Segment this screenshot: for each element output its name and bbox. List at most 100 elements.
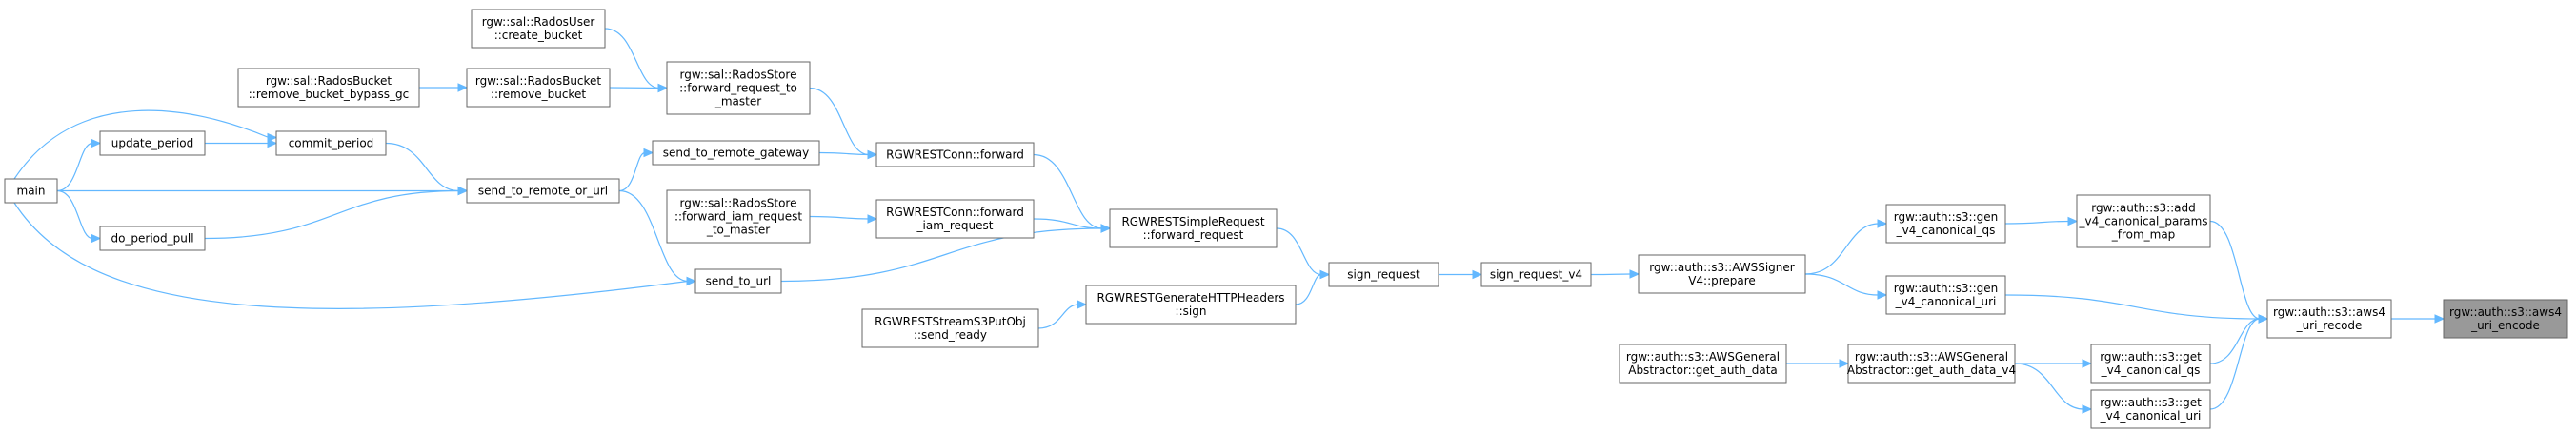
graph-edge-sign-request-v4-to-awssigner-prepare — [1590, 269, 1640, 279]
graph-node-label: ::forward_request_to — [679, 82, 797, 95]
graph-node-aws4-uri-encode[interactable]: rgw::auth::s3::aws4_uri_encode — [2443, 299, 2568, 339]
graph-node-forward-iam-to-master[interactable]: rgw::sal::RadosStore::forward_iam_reques… — [666, 189, 811, 244]
graph-node-label: commit_period — [289, 137, 374, 150]
graph-node-do-period-pull[interactable]: do_period_pull — [99, 226, 206, 251]
graph-edge-get-auth-data-v4-to-get-v4-qs — [2015, 359, 2093, 368]
graph-node-main[interactable]: main — [4, 178, 58, 204]
graph-edge-send-to-remote-or-url-to-send-to-remote-gateway — [618, 148, 654, 192]
graph-node-s3putobj-send-ready[interactable]: RGWRESTStreamS3PutObj::send_ready — [861, 308, 1039, 348]
graph-edge-line — [618, 151, 646, 192]
graph-node-label: rgw::auth::s3::AWSSigner — [1649, 261, 1795, 274]
graph-node-box — [1885, 275, 2006, 315]
graph-node-label: rgw::auth::s3::get — [2100, 350, 2202, 364]
graph-edge-line — [618, 189, 689, 283]
graph-edge-arrowhead — [2067, 216, 2079, 226]
graph-node-label: _uri_encode — [2470, 319, 2540, 332]
graph-node-conn-forward-iam[interactable]: RGWRESTConn::forward_iam_request — [875, 199, 1035, 239]
graph-node-box — [466, 68, 611, 108]
graph-edge-aws4-uri-recode-to-aws4-uri-encode — [2391, 314, 2445, 324]
graph-edge-arrowhead — [1472, 269, 1483, 280]
graph-node-box — [1109, 208, 1278, 248]
graph-node-conn-forward[interactable]: RGWRESTConn::forward — [875, 142, 1035, 167]
graph-node-label: sign_request — [1347, 268, 1420, 282]
graph-edge-arrowhead — [2434, 314, 2445, 324]
graph-node-sign-request-v4[interactable]: sign_request_v4 — [1480, 262, 1592, 287]
graph-node-label: update_period — [111, 137, 194, 150]
graph-edge-arrowhead — [91, 233, 102, 244]
graph-node-label: ::sign — [1176, 305, 1207, 318]
graph-node-send-to-remote-or-url[interactable]: send_to_remote_or_url — [466, 178, 620, 204]
graph-node-label: rgw::auth::s3::AWSGeneral — [1855, 350, 2008, 364]
graph-node-box — [1885, 204, 2006, 244]
graph-edge-arrowhead — [1077, 300, 1088, 309]
graph-edge-line — [56, 189, 93, 240]
graph-edge-line — [1804, 223, 1880, 275]
graph-node-label: _v4_canonical_uri — [1895, 295, 1997, 308]
graph-node-gen-v4-uri[interactable]: rgw::auth::s3::gen_v4_canonical_uri — [1885, 275, 2006, 315]
graph-edge-remove-bucket-to-forward-request-to-master — [609, 83, 669, 93]
graph-edge-arrowhead — [867, 214, 878, 224]
graph-edge-arrowhead — [267, 138, 278, 148]
graph-edge-line — [1033, 153, 1103, 229]
graph-node-label: rgw::auth::s3::get — [2100, 396, 2202, 409]
graph-edge-arrowhead — [1629, 269, 1640, 279]
graph-edge-arrowhead — [267, 132, 278, 143]
graph-node-forward-request-to-master[interactable]: rgw::sal::RadosStore::forward_request_to… — [666, 61, 811, 115]
graph-edge-line — [2209, 220, 2261, 320]
graph-edge-line — [1804, 273, 1880, 296]
graph-node-gen-http-headers[interactable]: RGWRESTGenerateHTTPHeaders::sign — [1085, 285, 1297, 325]
graph-node-add-v4-params[interactable]: rgw::auth::s3::add_v4_canonical_params_f… — [2076, 194, 2211, 248]
graph-edge-create-bucket-to-forward-request-to-master — [604, 28, 669, 93]
graph-edge-arrowhead — [1100, 224, 1112, 233]
graph-node-label: rgw::auth::s3::AWSGeneral — [1626, 350, 1780, 364]
graph-node-label: _v4_canonical_uri — [2100, 409, 2202, 423]
graph-edge-line — [2014, 363, 2084, 410]
graph-edge-line — [2004, 220, 2070, 225]
graph-node-get-auth-data-v4[interactable]: rgw::auth::s3::AWSGeneralAbstractor::get… — [1847, 344, 2016, 384]
graph-node-label: _from_map — [2111, 228, 2176, 242]
graph-node-gen-v4-qs[interactable]: rgw::auth::s3::gen_v4_canonical_qs — [1885, 204, 2006, 244]
graph-edge-commit-period-to-send-to-remote-or-url — [385, 142, 469, 196]
graph-node-box — [2090, 389, 2211, 429]
graph-edge-get-v4-uri-to-aws4-uri-recode — [2209, 314, 2269, 410]
graph-edge-conn-forward-to-forward-request — [1033, 153, 1112, 233]
graph-node-forward-request[interactable]: RGWRESTSimpleRequest::forward_request — [1109, 208, 1278, 248]
graph-edge-line — [1590, 273, 1632, 276]
graph-edge-line — [780, 227, 1103, 283]
graph-node-label: _v4_canonical_qs — [2101, 364, 2201, 377]
graph-node-get-v4-qs[interactable]: rgw::auth::s3::get_v4_canonical_qs — [2090, 344, 2211, 384]
graph-node-create-bucket[interactable]: rgw::sal::RadosUser::create_bucket — [471, 9, 606, 49]
graph-edge-arrowhead — [2082, 404, 2093, 414]
graph-edge-line — [2209, 318, 2261, 410]
graph-edge-arrowhead — [91, 138, 102, 148]
graph-edge-gen-http-headers-to-sign-request — [1295, 269, 1331, 305]
graph-node-send-to-url[interactable]: send_to_url — [694, 268, 782, 294]
graph-node-update-period[interactable]: update_period — [99, 130, 206, 156]
graph-node-remove-bucket[interactable]: rgw::sal::RadosBucket::remove_bucket — [466, 68, 611, 108]
graph-node-commit-period[interactable]: commit_period — [275, 130, 387, 156]
graph-node-aws4-uri-recode[interactable]: rgw::auth::s3::aws4_uri_recode — [2266, 299, 2392, 339]
graph-node-label: rgw::auth::s3::gen — [1894, 210, 1999, 224]
graph-edge-arrowhead — [2258, 314, 2269, 324]
graph-edge-arrowhead — [686, 276, 697, 286]
graph-node-send-to-remote-gateway[interactable]: send_to_remote_gateway — [652, 140, 820, 166]
graph-node-get-auth-data[interactable]: rgw::auth::s3::AWSGeneralAbstractor::get… — [1619, 344, 1787, 384]
graph-node-box — [471, 9, 606, 49]
graph-node-box — [2266, 299, 2392, 339]
graph-node-box — [99, 130, 206, 156]
graph-node-label: rgw::auth::s3::gen — [1894, 282, 1999, 295]
graph-node-box — [1328, 262, 1439, 287]
graph-node-sign-request[interactable]: sign_request — [1328, 262, 1439, 287]
graph-node-remove-bucket-bypass-gc[interactable]: rgw::sal::RadosBucket::remove_bucket_byp… — [237, 68, 420, 108]
graph-edge-send-to-url-to-forward-request — [780, 224, 1112, 283]
graph-node-label: RGWRESTSimpleRequest — [1121, 215, 1264, 228]
graph-node-box — [875, 142, 1035, 167]
graph-edge-line — [204, 189, 460, 240]
graph-node-get-v4-uri[interactable]: rgw::auth::s3::get_v4_canonical_uri — [2090, 389, 2211, 429]
graph-node-box — [466, 178, 620, 204]
graph-edge-line — [1276, 227, 1322, 276]
graph-edge-line — [2209, 318, 2261, 364]
graph-node-label: rgw::auth::s3::aws4 — [2449, 305, 2562, 319]
